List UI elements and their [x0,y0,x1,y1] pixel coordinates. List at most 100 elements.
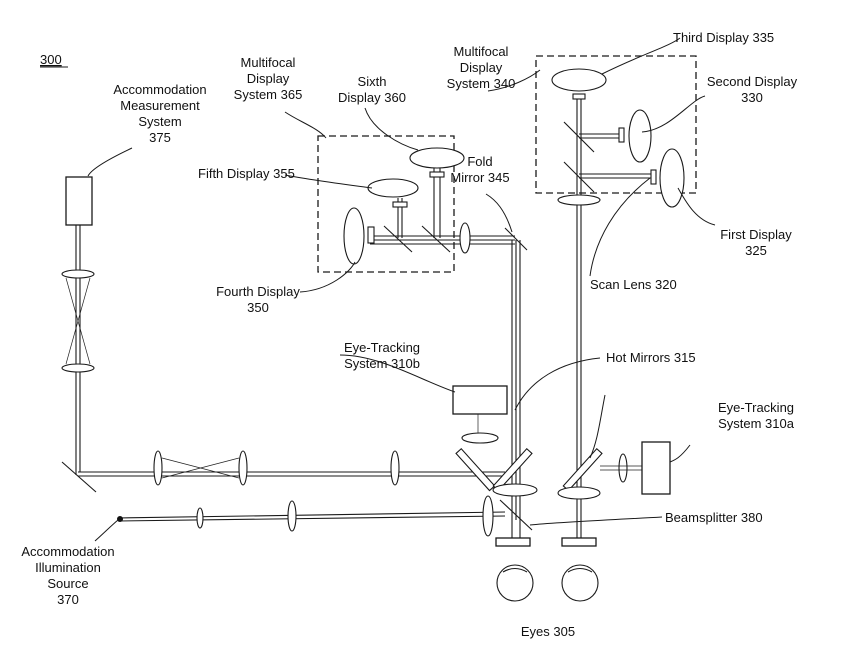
fourth-display-lens [367,226,375,244]
fifth-display [367,178,419,198]
measurement-fold-mirror [61,461,97,493]
beamsplitter-380 [499,499,533,531]
svg-text:Multifocal: Multifocal [454,44,509,59]
label-beamsplitter: Beamsplitter 380 [665,510,763,525]
label-third-display: Third Display 335 [673,30,774,45]
label-sixth-display: Sixth Display 360 [338,74,406,105]
figure-number: 300 [40,52,62,67]
svg-text:System 340: System 340 [447,76,516,91]
sixth-display-lens [429,171,445,178]
second-display [628,109,652,163]
svg-text:Measurement: Measurement [120,98,200,113]
beamsplitter-340-b [563,161,595,193]
right-eye-cornea [567,567,593,573]
first-display [659,148,685,208]
eye-tracking-system-310b [452,385,508,444]
multifocal-display-system-365 [343,147,515,265]
svg-text:Sixth: Sixth [358,74,387,89]
second-display-lens [618,127,625,143]
svg-text:Display: Display [460,60,503,75]
svg-text:350: 350 [247,300,269,315]
right-eyepiece-lens [557,486,601,500]
eye-tracking-lens-310a [618,453,628,483]
hot-mirror-right [562,447,603,492]
illumination-source-point [117,516,123,522]
measurement-lens-1 [61,269,95,279]
left-eyepiece-lens [492,483,538,497]
eyepiece-assembly [492,483,601,602]
svg-text:Mirror 345: Mirror 345 [450,170,509,185]
svg-text:Accommodation: Accommodation [21,544,114,559]
label-multifocal-365: Multifocal Display System 365 [234,55,303,102]
beamsplitter-340-a [563,121,595,153]
svg-text:System 365: System 365 [234,87,303,102]
svg-text:Illumination: Illumination [35,560,101,575]
third-display [551,68,607,92]
beamsplitter-365-a [383,225,413,253]
measurement-sensor-box [65,176,93,226]
eye-tracking-camera-310a [641,441,671,495]
measurement-lens-2 [61,363,95,373]
sixth-display [409,147,465,169]
svg-text:System 310b: System 310b [344,356,420,371]
illumination-source-path [117,495,506,537]
svg-text:Eye-Tracking: Eye-Tracking [344,340,420,355]
svg-text:330: 330 [741,90,763,105]
first-display-lens [650,169,657,185]
left-eye-cornea [502,567,528,573]
svg-text:Eye-Tracking: Eye-Tracking [718,400,794,415]
relay-lens-2 [238,450,248,486]
right-eye [561,564,599,602]
svg-text:Fold: Fold [467,154,492,169]
svg-text:Display: Display [247,71,290,86]
scan-lens-320 [557,194,601,206]
label-accommodation-measurement: Accommodation Measurement System 375 [113,82,206,145]
eye-tracking-lens-310b [461,432,499,444]
svg-text:Source: Source [47,576,88,591]
third-display-lens [572,93,586,100]
label-eye-tracking-b: Eye-Tracking System 310b [344,340,420,371]
fourth-display [343,207,365,265]
accommodation-measurement-system [61,176,97,493]
fold-mirror-345 [504,227,528,251]
svg-text:System: System [138,114,181,129]
multifocal-display-system-340-box [535,55,697,194]
label-second-display: Second Display 330 [707,74,798,105]
label-eye-tracking-a: Eye-Tracking System 310a [718,400,795,431]
right-eye-window [561,537,597,547]
hot-mirrors-315 [455,447,603,492]
left-eye-window [495,537,531,547]
illumination-lens-3 [482,495,494,537]
label-fifth-display: Fifth Display 355 [198,166,295,181]
left-eye [496,564,534,602]
leader-lines [87,37,716,542]
label-multifocal-340: Multifocal Display System 340 [447,44,516,91]
svg-text:325: 325 [745,243,767,258]
relay-lens-1 [153,450,163,486]
svg-text:System 310a: System 310a [718,416,795,431]
label-hot-mirrors: Hot Mirrors 315 [606,350,696,365]
svg-text:Fourth Display: Fourth Display [216,284,300,299]
label-scan-lens: Scan Lens 320 [590,277,677,292]
fifth-display-lens [392,201,408,208]
label-illumination-source: Accommodation Illumination Source 370 [21,544,114,607]
illumination-lens-1 [196,507,204,529]
eye-tracking-system-310a [600,441,671,495]
beamsplitter-365-b [421,225,451,253]
eye-tracking-camera-310b [452,385,508,415]
relay-optical-path [78,450,505,486]
hot-mirror-left-a [455,447,496,492]
system-365-relay-lens [459,222,471,254]
svg-text:First Display: First Display [720,227,792,242]
svg-text:Second Display: Second Display [707,74,798,89]
svg-text:370: 370 [57,592,79,607]
svg-text:Multifocal: Multifocal [241,55,296,70]
label-fourth-display: Fourth Display 350 [216,284,300,315]
multifocal-display-system-365-box [317,135,455,273]
label-fold-mirror: Fold Mirror 345 [450,154,509,185]
multifocal-display-system-340 [551,68,685,520]
label-eyes: Eyes 305 [521,624,575,639]
svg-text:Accommodation: Accommodation [113,82,206,97]
label-first-display: First Display 325 [720,227,792,258]
